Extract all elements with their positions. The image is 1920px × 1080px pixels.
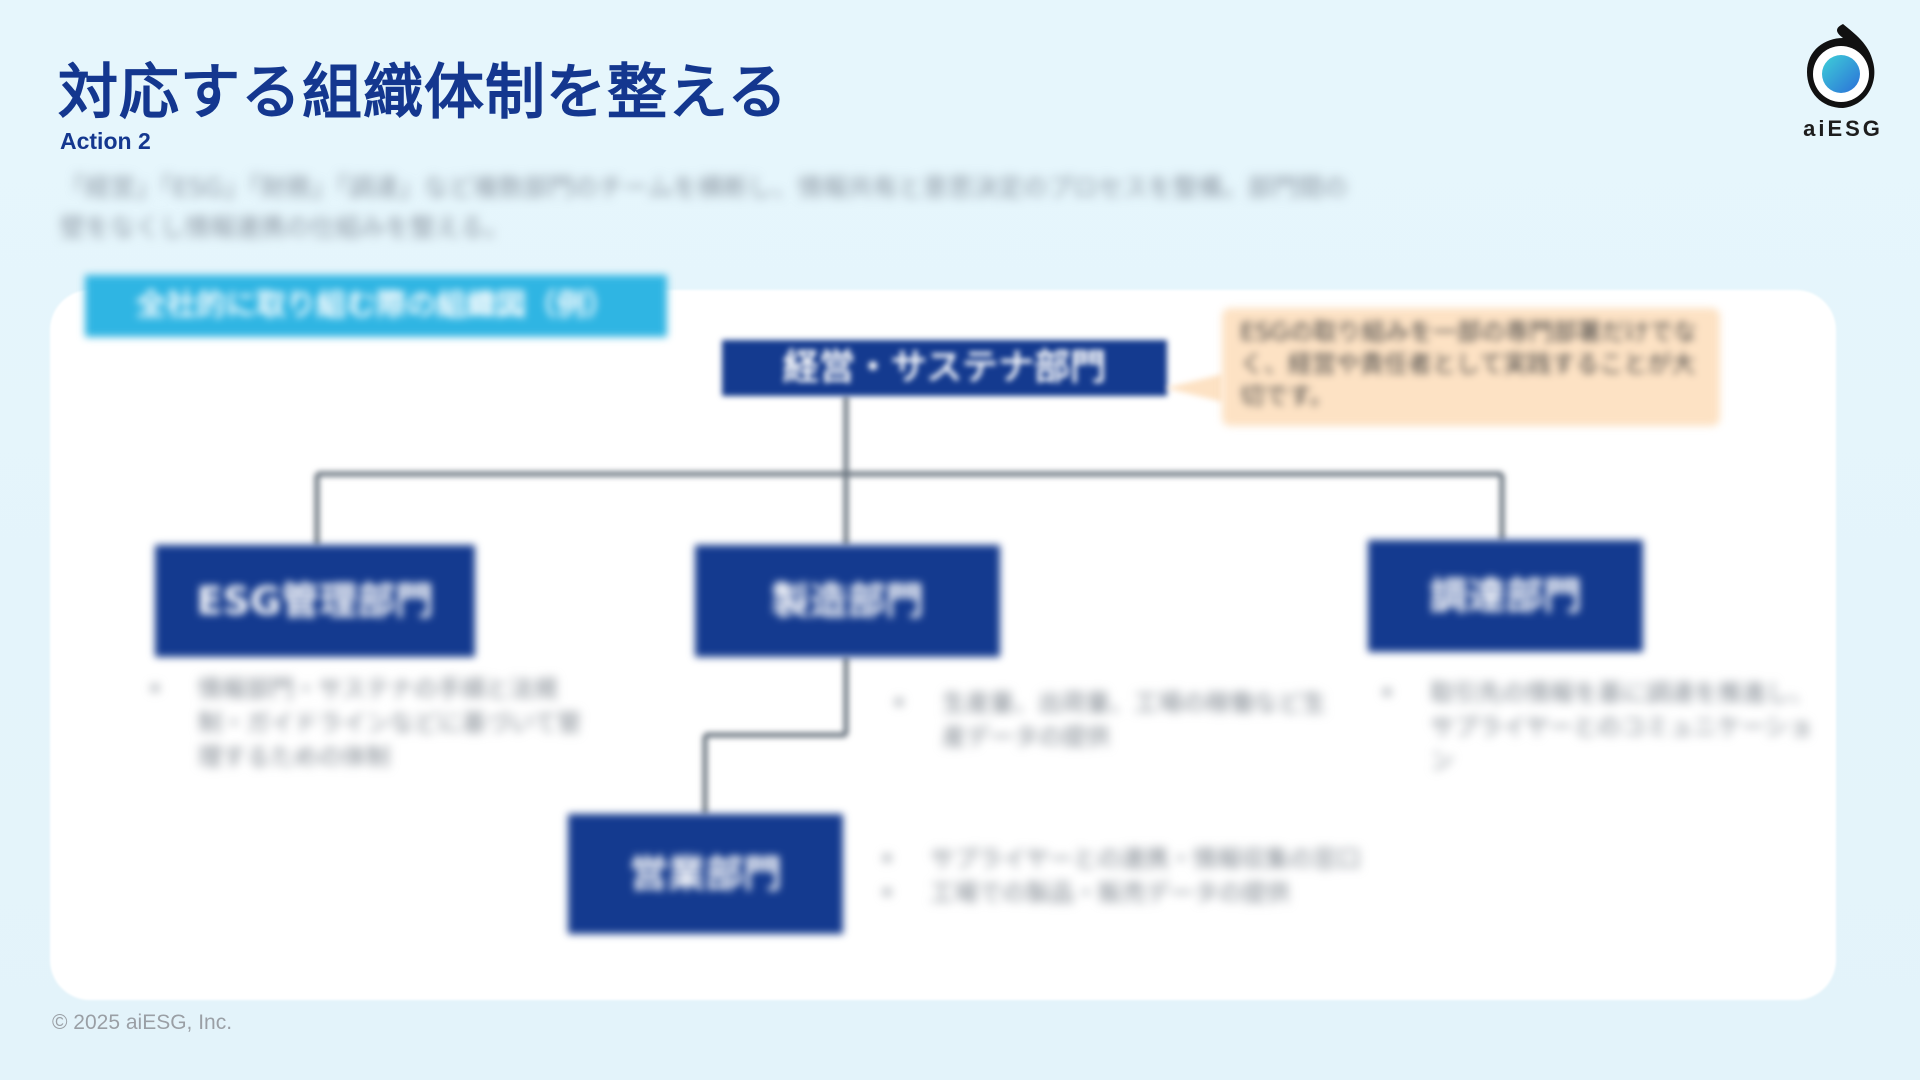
logo-text: aiESG: [1803, 116, 1883, 141]
page-description: 「経営」「ESG」「財務」「調達」など複数部門のチームを横断し、情報共有と意思決…: [60, 173, 1348, 242]
aiesg-logo-icon: [1807, 24, 1875, 108]
aiesg-logo: aiESG: [1795, 20, 1891, 145]
bullet-item: 情報部門・サステナの手順と法規制・ガイドラインなどに基づいて管理するための体制: [148, 672, 588, 774]
department-bullets: 生産量、出荷量、工場の稼働など生産データの提供: [892, 686, 1332, 754]
diagram-tag: 全社的に取り組む際の組織図（例）: [85, 275, 667, 337]
department-box: 営業部門: [568, 814, 843, 934]
department-box: ESG管理部門: [155, 545, 475, 657]
bullet-item: 生産量、出荷量、工場の稼働など生産データの提供: [892, 686, 1332, 754]
top-department-box: 経営・サステナ部門: [722, 340, 1167, 396]
bullet-item: 工場での製品・販売データの提供: [880, 876, 1400, 910]
department-box: 製造部門: [695, 545, 1000, 657]
note-callout-tail: [1165, 374, 1223, 402]
copyright: © 2025 aiESG, Inc.: [52, 1011, 233, 1034]
department-bullets: 取引先の情報を基に調達を推進し、サプライヤーとのコミュニケーション: [1380, 676, 1820, 778]
department-bullets: 情報部門・サステナの手順と法規制・ガイドラインなどに基づいて管理するための体制: [148, 672, 588, 774]
department-box: 調達部門: [1368, 540, 1643, 652]
action-label: Action 2: [60, 128, 151, 154]
bullet-item: サプライヤーとの連携・情報収集の窓口: [880, 842, 1400, 876]
bullet-item: 取引先の情報を基に調達を推進し、サプライヤーとのコミュニケーション: [1380, 676, 1820, 778]
note-callout: ESGの取り組みを一部の専門部署だけでなく、経営や責任者として実践することが大切…: [1222, 308, 1720, 426]
department-bullets: サプライヤーとの連携・情報収集の窓口 工場での製品・販売データの提供: [880, 842, 1400, 910]
page-title: 対応する組織体制を整える: [58, 58, 789, 128]
